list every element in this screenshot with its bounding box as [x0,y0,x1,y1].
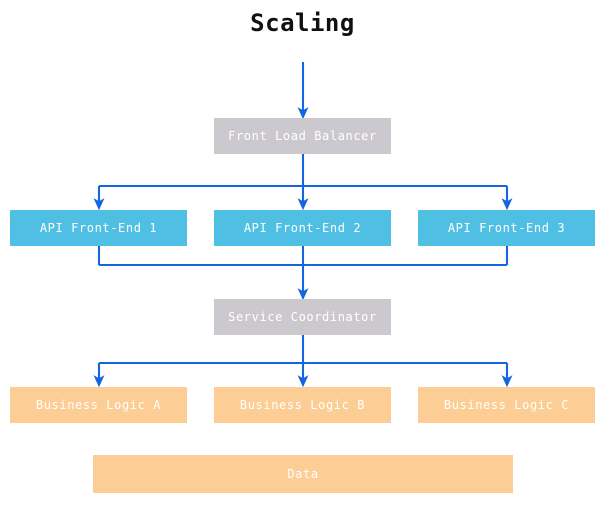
node-label: API Front-End 2 [243,221,362,235]
node-label: API Front-End 3 [447,221,566,235]
node-api-front-end-1[interactable]: API Front-End 1 [10,210,187,246]
node-label: Service Coordinator [228,310,377,324]
node-label: Business Logic A [35,398,162,412]
node-api-front-end-2[interactable]: API Front-End 2 [214,210,391,246]
node-business-logic-b[interactable]: Business Logic B [214,387,391,423]
node-business-logic-c[interactable]: Business Logic C [418,387,595,423]
node-business-logic-a[interactable]: Business Logic A [10,387,187,423]
node-front-load-balancer[interactable]: Front Load Balancer [214,118,391,154]
page-title: Scaling [250,9,355,37]
node-label: Business Logic C [443,398,570,412]
node-api-front-end-3[interactable]: API Front-End 3 [418,210,595,246]
node-data[interactable]: Data [93,455,513,493]
node-service-coordinator[interactable]: Service Coordinator [214,299,391,335]
node-label: Front Load Balancer [228,129,377,143]
node-label: Data [287,467,319,481]
node-label: Business Logic B [239,398,366,412]
node-label: API Front-End 1 [39,221,158,235]
